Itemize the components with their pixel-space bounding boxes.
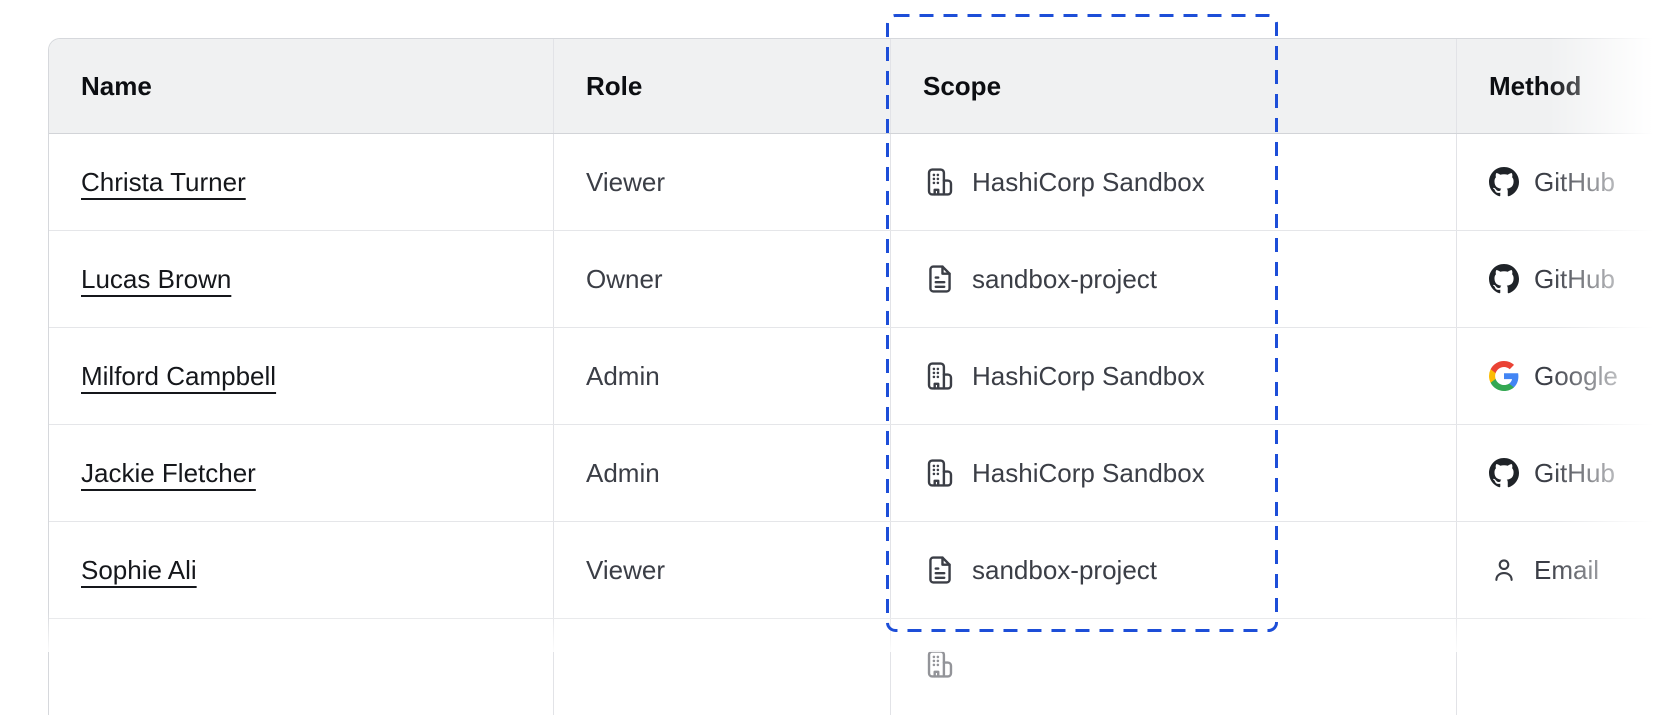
role-cell — [553, 619, 890, 715]
role-cell: Admin — [553, 328, 890, 424]
method-icon-slot — [1489, 555, 1519, 585]
name-cell: Jackie Fletcher — [49, 425, 553, 521]
scope-cell: HashiCorp Sandbox — [890, 134, 1456, 230]
github-icon — [1489, 458, 1519, 488]
github-icon — [1489, 264, 1519, 294]
scope-icon-slot — [923, 165, 957, 199]
member-name-link[interactable]: Jackie Fletcher — [81, 457, 256, 488]
role-cell: Viewer — [553, 522, 890, 618]
role-cell: Admin — [553, 425, 890, 521]
name-cell — [49, 619, 553, 715]
method-value: GitHub — [1534, 263, 1615, 294]
method-cell: GitHub — [1456, 425, 1672, 521]
table-row: Lucas Brown Owner sandbox-project GitHub — [49, 231, 1672, 328]
org-building-icon — [927, 459, 953, 487]
method-value: GitHub — [1534, 166, 1615, 197]
role-cell: Owner — [553, 231, 890, 327]
table-header-row: Name Role Scope Method — [49, 39, 1672, 134]
scope-cell: sandbox-project — [890, 522, 1456, 618]
scope-icon-slot — [923, 262, 957, 296]
scope-cell: HashiCorp Sandbox — [890, 328, 1456, 424]
role-value: Admin — [586, 360, 660, 391]
role-cell: Viewer — [553, 134, 890, 230]
method-icon-slot — [1489, 264, 1519, 294]
scope-icon-slot — [923, 553, 957, 587]
column-header-label: Method — [1489, 70, 1582, 101]
method-cell — [1456, 619, 1672, 715]
method-cell: Google — [1456, 328, 1672, 424]
scope-cell — [890, 619, 1456, 715]
column-header-scope: Scope — [890, 39, 1456, 133]
member-name-link[interactable]: Milford Campbell — [81, 360, 277, 391]
method-cell: GitHub — [1456, 231, 1672, 327]
member-name-link[interactable]: Sophie Ali — [81, 554, 197, 585]
scope-value: sandbox-project — [972, 263, 1157, 294]
column-header-role: Role — [553, 39, 890, 133]
scope-icon-slot — [923, 359, 957, 393]
github-icon — [1489, 167, 1519, 197]
table-row: Christa Turner Viewer HashiCorp Sandbox … — [49, 134, 1672, 231]
table-row: Sophie Ali Viewer sandbox-project Email — [49, 522, 1672, 619]
role-value: Viewer — [586, 166, 666, 197]
column-header-label: Role — [586, 70, 643, 101]
partial-scope-icon — [927, 650, 953, 678]
column-header-method: Method — [1456, 39, 1672, 133]
google-icon — [1489, 361, 1519, 391]
method-icon-slot — [1489, 361, 1519, 391]
method-value: GitHub — [1534, 457, 1615, 488]
role-value: Owner — [586, 263, 663, 294]
scope-cell: sandbox-project — [890, 231, 1456, 327]
table-row: Milford Campbell Admin HashiCorp Sandbox… — [49, 328, 1672, 425]
name-cell: Lucas Brown — [49, 231, 553, 327]
member-name-link[interactable]: Christa Turner — [81, 166, 246, 197]
scope-icon-slot — [923, 456, 957, 490]
method-cell: GitHub — [1456, 134, 1672, 230]
org-building-icon — [927, 362, 953, 390]
org-building-icon — [927, 168, 953, 196]
partial-table-row — [49, 619, 1672, 715]
role-value: Admin — [586, 457, 660, 488]
scope-value: HashiCorp Sandbox — [972, 457, 1205, 488]
name-cell: Milford Campbell — [49, 328, 553, 424]
method-value: Google — [1534, 360, 1618, 391]
scope-value: HashiCorp Sandbox — [972, 166, 1205, 197]
role-value: Viewer — [586, 554, 666, 585]
member-name-link[interactable]: Lucas Brown — [81, 263, 232, 294]
file-text-icon — [929, 265, 951, 293]
file-text-icon — [929, 556, 951, 584]
method-value: Email — [1534, 554, 1600, 585]
name-cell: Christa Turner — [49, 134, 553, 230]
scope-cell: HashiCorp Sandbox — [890, 425, 1456, 521]
method-icon-slot — [1489, 458, 1519, 488]
scope-value: HashiCorp Sandbox — [972, 360, 1205, 391]
method-cell: Email — [1456, 522, 1672, 618]
column-header-label: Name — [81, 70, 152, 101]
scope-value: sandbox-project — [972, 554, 1157, 585]
column-header-label: Scope — [923, 70, 1002, 101]
name-cell: Sophie Ali — [49, 522, 553, 618]
person-icon — [1495, 559, 1513, 581]
column-header-name: Name — [49, 39, 553, 133]
method-icon-slot — [1489, 167, 1519, 197]
members-table: Name Role Scope Method Christa Turner Vi… — [48, 38, 1672, 715]
table-row: Jackie Fletcher Admin HashiCorp Sandbox … — [49, 425, 1672, 522]
